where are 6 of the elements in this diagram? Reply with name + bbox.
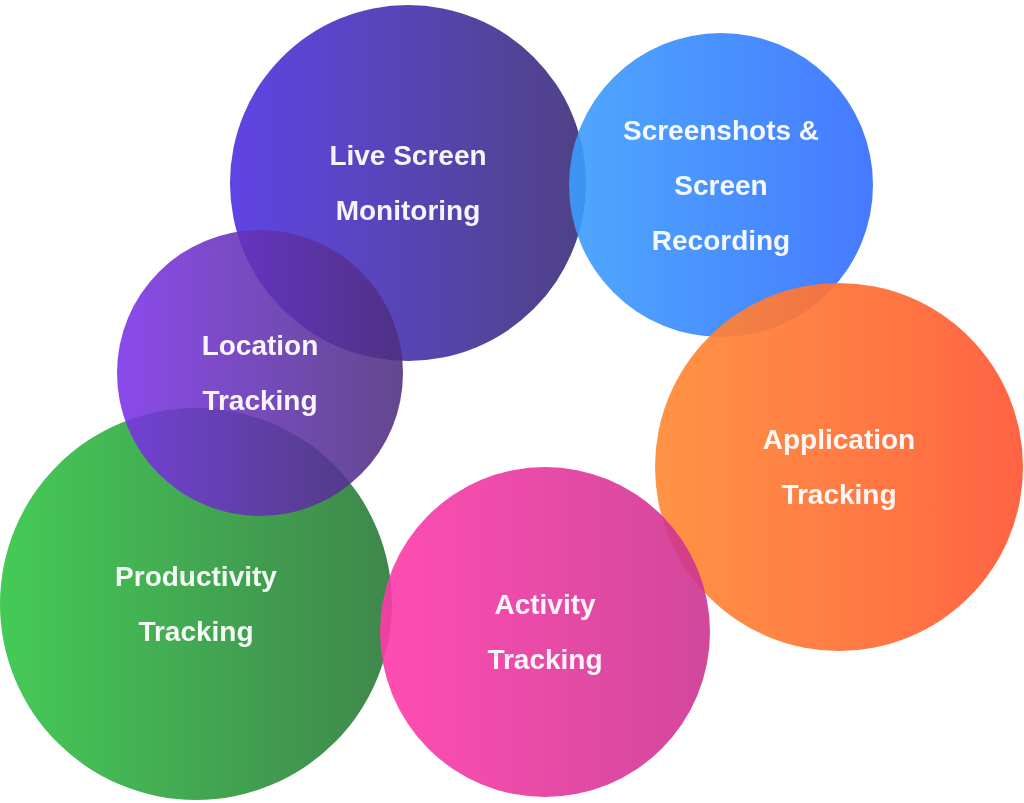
feature-label: Productivity Tracking — [114, 560, 278, 649]
feature-label: Activity Tracking — [486, 588, 604, 677]
feature-label: Application Tracking — [761, 423, 917, 512]
feature-label: Live Screen Monitoring — [328, 139, 488, 228]
feature-label: Location Tracking — [200, 329, 320, 418]
feature-label: Screenshots & Screen Recording — [621, 113, 821, 258]
